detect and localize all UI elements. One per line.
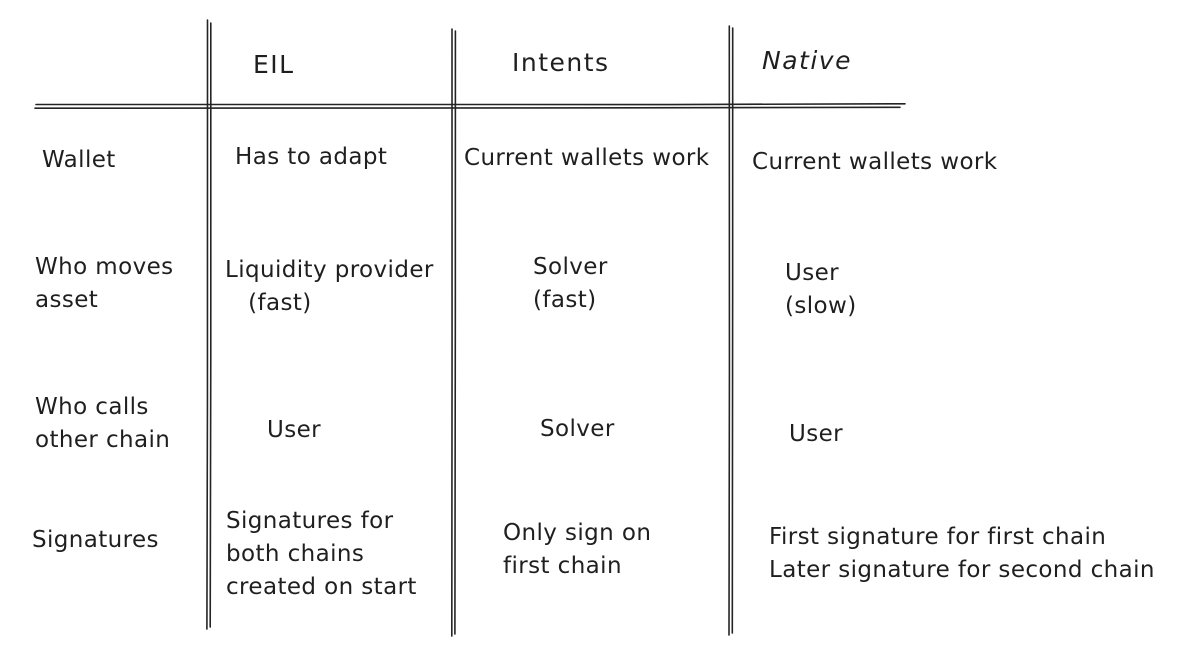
row-header-signatures: Signatures xyxy=(32,527,159,553)
header-divider xyxy=(34,103,906,109)
column-header-native: Native xyxy=(762,46,852,75)
column-header-eil: EIL xyxy=(253,50,295,79)
cell-wallet-eil: Has to adapt xyxy=(235,144,388,170)
cell-who-calls-other-chain-native: User xyxy=(789,421,844,447)
cell-signatures-eil: Signatures for both chains created on st… xyxy=(226,508,417,600)
column-divider-eil-intents xyxy=(450,28,457,637)
column-divider-intents-native xyxy=(728,25,734,636)
cell-wallet-intents: Current wallets work xyxy=(464,145,710,171)
cell-who-moves-asset-intents: Solver (fast) xyxy=(533,254,608,313)
cell-signatures-intents: Only sign on first chain xyxy=(503,520,652,579)
cell-who-moves-asset-native: User (slow) xyxy=(785,260,857,319)
cell-wallet-native: Current wallets work xyxy=(752,149,998,175)
column-divider-labels-eil xyxy=(206,19,212,630)
cell-who-calls-other-chain-eil: User xyxy=(267,417,322,443)
cell-signatures-native: First signature for first chain Later si… xyxy=(769,524,1155,583)
row-header-who-calls-other-chain: Who calls other chain xyxy=(35,394,171,453)
row-header-who-moves-asset: Who moves asset xyxy=(35,254,174,313)
row-header-wallet: Wallet xyxy=(42,147,116,173)
cell-who-moves-asset-eil: Liquidity provider (fast) xyxy=(225,257,434,316)
column-header-intents: Intents xyxy=(512,48,610,77)
cell-who-calls-other-chain-intents: Solver xyxy=(540,416,615,442)
